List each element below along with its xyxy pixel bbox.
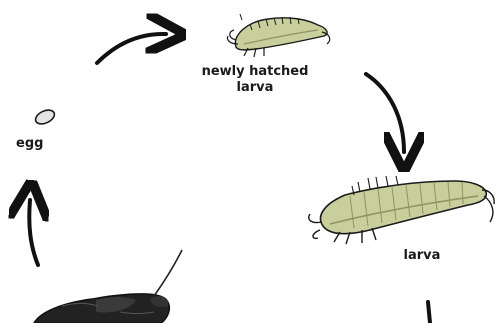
arrow-hatchling-to-larva — [366, 74, 404, 152]
adult-beetle-icon — [34, 250, 182, 323]
newly-hatched-larva-label: newly hatched larva — [180, 64, 330, 96]
larva-label: larva — [392, 248, 452, 264]
arrow-egg-to-hatchling — [97, 34, 166, 63]
larva-icon — [309, 176, 494, 244]
egg-icon — [33, 107, 56, 126]
arrow-larva-to-next — [428, 302, 430, 323]
arrow-adult-to-egg — [29, 200, 38, 265]
newly-hatched-larva-icon — [227, 14, 329, 57]
egg-label: egg — [16, 136, 56, 152]
newly-hatched-larva-text: newly hatched larva — [202, 64, 309, 95]
